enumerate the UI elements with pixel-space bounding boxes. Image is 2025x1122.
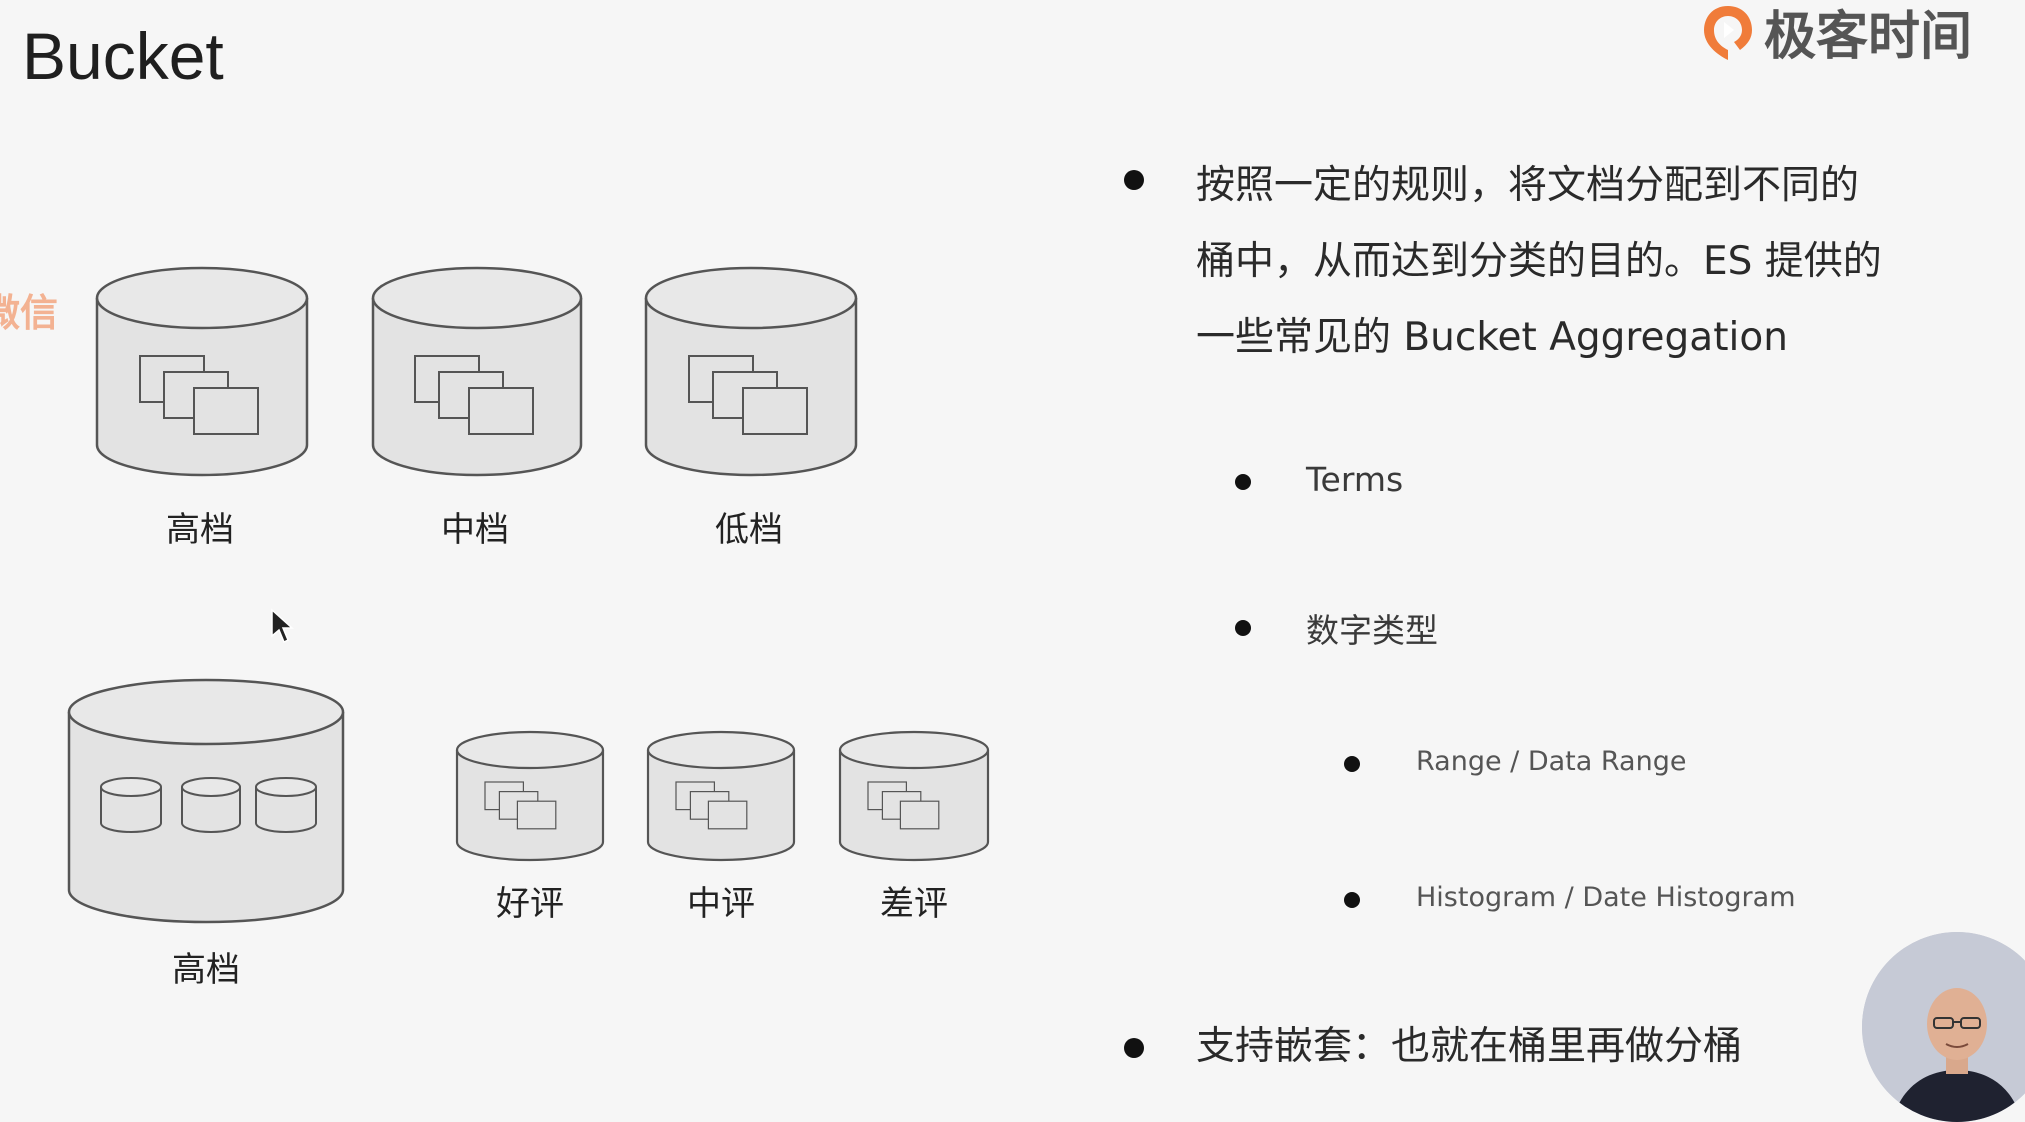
brand-logo: 极客时间 — [1700, 0, 1972, 67]
list-item-histogram: Histogram / Date Histogram — [1416, 882, 1796, 913]
nested-bucket-icon — [255, 777, 317, 833]
bucket-label-nested: 高档 — [172, 950, 240, 990]
nested-bucket-icon — [181, 777, 241, 833]
bucket-cylinder-neutral — [646, 730, 796, 862]
bucket-label-bad: 差评 — [880, 884, 948, 924]
paragraph-line: 桶中，从而达到分类的目的。ES 提供的 — [1196, 239, 1882, 284]
list-item-numeric: 数字类型 — [1306, 611, 1438, 650]
main-paragraph: 按照一定的规则，将文档分配到不同的 桶中，从而达到分类的目的。ES 提供的 一些… — [1196, 148, 1976, 376]
bucket-cylinder-low — [644, 266, 858, 477]
bucket-cylinder-nested — [67, 678, 345, 924]
watermark-text: 微信 — [0, 291, 59, 335]
list-item-terms: Terms — [1306, 460, 1404, 499]
nested-bucket-icon — [100, 777, 162, 833]
bucket-label-neutral: 中评 — [687, 884, 755, 924]
bullet-dot — [1344, 892, 1360, 908]
bucket-cylinder-bad — [838, 730, 990, 862]
bullet-dot — [1235, 620, 1251, 636]
bullet-dot — [1344, 756, 1360, 772]
presenter-avatar — [1862, 932, 2025, 1122]
bucket-cylinder-mid — [371, 266, 583, 477]
bullet-dot — [1124, 170, 1144, 190]
bucket-label-good: 好评 — [496, 884, 564, 924]
bucket-label-low: 低档 — [715, 510, 783, 550]
list-item-nesting: 支持嵌套：也就在桶里再做分桶 — [1196, 1024, 1743, 1069]
geektime-logo-icon — [1704, 6, 1752, 60]
bucket-label-mid: 中档 — [441, 510, 509, 550]
logo-text: 极客时间 — [1764, 6, 1973, 67]
bucket-label-high: 高档 — [166, 510, 234, 550]
bucket-cylinder-good — [455, 730, 605, 862]
bullet-dot — [1124, 1038, 1144, 1058]
presenter-video — [1862, 932, 2025, 1122]
list-item-range: Range / Data Range — [1416, 746, 1687, 777]
slide-title: Bucket — [22, 19, 224, 93]
bucket-cylinder-high — [95, 266, 309, 477]
mouse-cursor-icon — [271, 608, 294, 644]
paragraph-line: 一些常见的 Bucket Aggregation — [1196, 315, 1788, 360]
paragraph-line: 按照一定的规则，将文档分配到不同的 — [1196, 163, 1860, 208]
bucket-diagram — [67, 266, 990, 924]
bullet-dot — [1235, 474, 1251, 490]
